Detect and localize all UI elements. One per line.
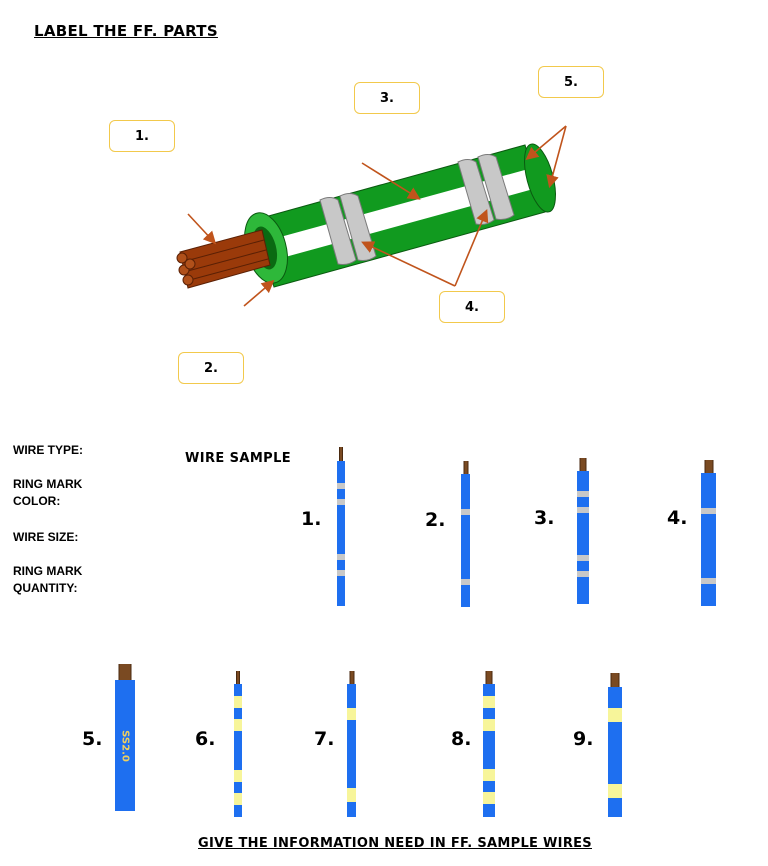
- wire-number-7: 7.: [314, 728, 335, 750]
- wire-number-5: 5.: [82, 728, 103, 750]
- field-wire-type: WIRE TYPE:: [13, 443, 84, 457]
- field-ring-mark-color-line2: COLOR:: [13, 494, 61, 508]
- wire-sample-6: [234, 671, 242, 817]
- wire-sample-2: [461, 461, 470, 607]
- ring-mark: [337, 554, 345, 560]
- ring-mark: [577, 555, 589, 561]
- ring-mark-yellow: [347, 788, 356, 802]
- ring-mark-yellow: [608, 708, 622, 722]
- wire-sample-title: WIRE SAMPLE: [185, 451, 292, 466]
- ring-mark: [337, 570, 345, 576]
- field-ring-mark-quantity-line1: RING MARK: [13, 564, 83, 578]
- copper-conductor: [176, 229, 271, 289]
- ring-mark-yellow: [347, 708, 356, 720]
- ring-mark: [461, 509, 470, 515]
- ring-mark: [337, 499, 345, 505]
- wire-core: [704, 460, 713, 473]
- wire-insulation: [234, 684, 242, 817]
- wire-insulation: [701, 473, 716, 606]
- wire-insulation: [347, 684, 356, 817]
- wire-sample-8: [483, 671, 495, 817]
- part-label-4[interactable]: 4.: [439, 291, 505, 323]
- worksheet-title: LABEL THE FF. PARTS: [34, 22, 218, 40]
- wire-sample-4: [701, 460, 716, 606]
- wire-insulation: SS2.0: [115, 680, 135, 811]
- wire-sample-3: [577, 458, 589, 604]
- ring-mark: [577, 491, 589, 497]
- wire-insulation: [577, 471, 589, 604]
- wire-core: [579, 458, 587, 471]
- field-ring-mark-quantity-line2: QUANTITY:: [13, 581, 78, 595]
- ring-mark: [701, 578, 716, 584]
- part-label-2[interactable]: 2.: [178, 352, 244, 384]
- ring-mark-yellow: [234, 696, 242, 708]
- ring-mark: [701, 508, 716, 514]
- ring-mark-yellow: [483, 769, 495, 781]
- wire-core: [236, 671, 240, 684]
- ring-mark: [461, 579, 470, 585]
- field-wire-size: WIRE SIZE:: [13, 530, 79, 544]
- ring-mark-yellow: [483, 696, 495, 708]
- wire-core: [349, 671, 354, 684]
- wire-number-4: 4.: [667, 507, 688, 529]
- part-label-1[interactable]: 1.: [109, 120, 175, 152]
- ring-mark-yellow: [483, 792, 495, 804]
- field-ring-mark-color: RING MARK COLOR:: [13, 476, 82, 510]
- wire-number-6: 6.: [195, 728, 216, 750]
- wire-number-8: 8.: [451, 728, 472, 750]
- wire-insulation: [608, 687, 622, 817]
- wire-core: [610, 673, 620, 687]
- pointer-arrows: [187, 125, 567, 307]
- field-ring-mark-color-line1: RING MARK: [13, 477, 83, 491]
- wire-core: [485, 671, 493, 684]
- wire-core: [118, 664, 132, 680]
- wire-number-9: 9.: [573, 728, 594, 750]
- wire-number-2: 2.: [425, 509, 446, 531]
- wire-number-3: 3.: [534, 507, 555, 529]
- ring-mark: [577, 571, 589, 577]
- field-ring-mark-quantity: RING MARK QUANTITY:: [13, 563, 82, 597]
- wire-core: [339, 447, 343, 461]
- wire-print-text: SS2.0: [119, 729, 131, 762]
- ring-mark: [337, 483, 345, 489]
- part-label-3[interactable]: 3.: [354, 82, 420, 114]
- wire-sample-1: [337, 447, 345, 606]
- ring-mark-yellow: [234, 770, 242, 782]
- ring-mark-yellow: [608, 784, 622, 798]
- wire-number-1: 1.: [301, 508, 322, 530]
- wire-sample-9: [608, 673, 622, 817]
- wire-insulation: [337, 461, 345, 606]
- wire-insulation: [461, 474, 470, 607]
- ring-mark: [577, 507, 589, 513]
- ring-mark-yellow: [234, 793, 242, 805]
- part-label-5[interactable]: 5.: [538, 66, 604, 98]
- cable-illustration: [176, 125, 567, 307]
- wire-sample-7: [347, 671, 356, 817]
- wire-core: [463, 461, 468, 474]
- instruction-footer: GIVE THE INFORMATION NEED IN FF. SAMPLE …: [198, 836, 592, 851]
- ring-mark-yellow: [483, 719, 495, 731]
- wire-insulation: [483, 684, 495, 817]
- wire-sample-5: SS2.0: [115, 664, 135, 811]
- ring-mark-yellow: [234, 719, 242, 731]
